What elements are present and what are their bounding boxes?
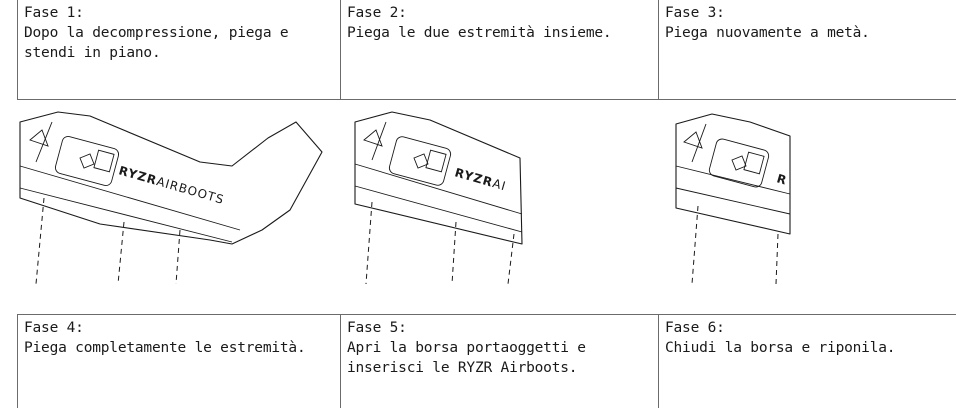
step-cell-3: Fase 3: Piega nuovamente a metà. bbox=[659, 0, 956, 100]
step-2-title: Fase 2: bbox=[347, 3, 652, 23]
step-1-text: Dopo la decompressione, piega e stendi i… bbox=[24, 23, 334, 63]
steps-table-bottom: Fase 4: Piega completamente le estremità… bbox=[17, 314, 956, 408]
step-cell-2: Fase 2: Piega le due estremità insieme. bbox=[341, 0, 659, 100]
step-6-text: Chiudi la borsa e riponila. bbox=[665, 338, 956, 358]
airboot-unfolded-icon: RYZRAIRBOOTS bbox=[20, 112, 322, 284]
airboot-half-folded-icon: R bbox=[676, 114, 790, 284]
step-6-title: Fase 6: bbox=[665, 318, 956, 338]
step-cell-6: Fase 6: Chiudi la borsa e riponila. bbox=[659, 315, 956, 408]
step-4-title: Fase 4: bbox=[24, 318, 334, 338]
airboot-ends-folded-icon: RYZRAI bbox=[355, 112, 522, 284]
step-5-title: Fase 5: bbox=[347, 318, 652, 338]
step-1-title: Fase 1: bbox=[24, 3, 334, 23]
step-cell-1: Fase 1: Dopo la decompressione, piega e … bbox=[18, 0, 341, 100]
step-5-text: Apri la borsa portaoggetti e inserisci l… bbox=[347, 338, 652, 378]
step-3-title: Fase 3: bbox=[665, 3, 956, 23]
step-3-text: Piega nuovamente a metà. bbox=[665, 23, 956, 43]
step-cell-4: Fase 4: Piega completamente le estremità… bbox=[18, 315, 341, 408]
step-2-text: Piega le due estremità insieme. bbox=[347, 23, 652, 43]
step-cell-5: Fase 5: Apri la borsa portaoggetti e ins… bbox=[341, 315, 659, 408]
steps-table-top: Fase 1: Dopo la decompressione, piega e … bbox=[17, 0, 956, 100]
step-4-text: Piega completamente le estremità. bbox=[24, 338, 334, 358]
folding-illustrations: RYZRAIRBOOTS RYZRAI R bbox=[0, 102, 956, 292]
